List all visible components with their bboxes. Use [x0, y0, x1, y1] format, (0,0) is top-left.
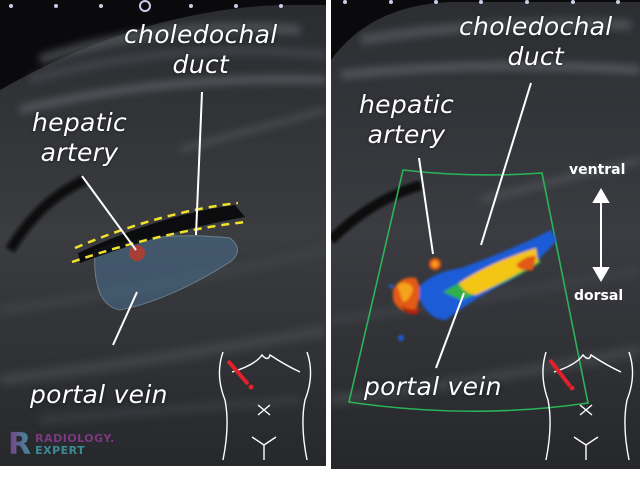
label-line: artery: [367, 120, 446, 149]
label-choledochal-duct: choledochal duct: [459, 12, 613, 72]
body-marker-icon: [218, 351, 312, 461]
ultrasound-image-doppler: [331, 0, 640, 469]
label-choledochal-duct: choledochal duct: [124, 20, 278, 80]
label-portal-vein: portal vein: [30, 380, 168, 409]
label-line: choledochal: [459, 12, 613, 41]
label-line: duct: [507, 42, 564, 71]
body-marker-icon: [542, 351, 634, 461]
label-dorsal: dorsal: [574, 288, 624, 304]
bottom-margin: [0, 469, 640, 487]
label-ventral: ventral: [569, 162, 626, 178]
probe-position-icon: [548, 358, 572, 388]
label-hepatic-artery: hepatic artery: [32, 108, 127, 168]
logo-line1: RADIOLOGY.: [35, 432, 115, 445]
ultrasound-image-bmode: [0, 0, 326, 466]
probe-position-icon: [226, 359, 250, 386]
logo-line2: EXPERT: [35, 444, 86, 457]
label-line: choledochal: [124, 20, 278, 49]
focus-marker-icon: [139, 0, 151, 12]
label-line: duct: [172, 50, 229, 79]
radiology-expert-logo: R RADIOLOGY. EXPERT: [8, 430, 115, 460]
label-portal-vein: portal vein: [364, 372, 502, 401]
ventral-dorsal-arrow-icon: [592, 188, 610, 282]
logo-mark-icon: R: [8, 427, 32, 462]
panel-divider: [326, 0, 331, 469]
label-line: artery: [40, 138, 119, 167]
label-hepatic-artery: hepatic artery: [359, 90, 454, 150]
doppler-box: [348, 169, 589, 413]
label-line: hepatic: [359, 90, 455, 119]
ultrasound-panel-bmode: choledochal duct hepatic artery portal v…: [0, 0, 326, 466]
ultrasound-panel-doppler: choledochal duct hepatic artery portal v…: [331, 0, 640, 469]
label-line: hepatic: [32, 108, 128, 137]
